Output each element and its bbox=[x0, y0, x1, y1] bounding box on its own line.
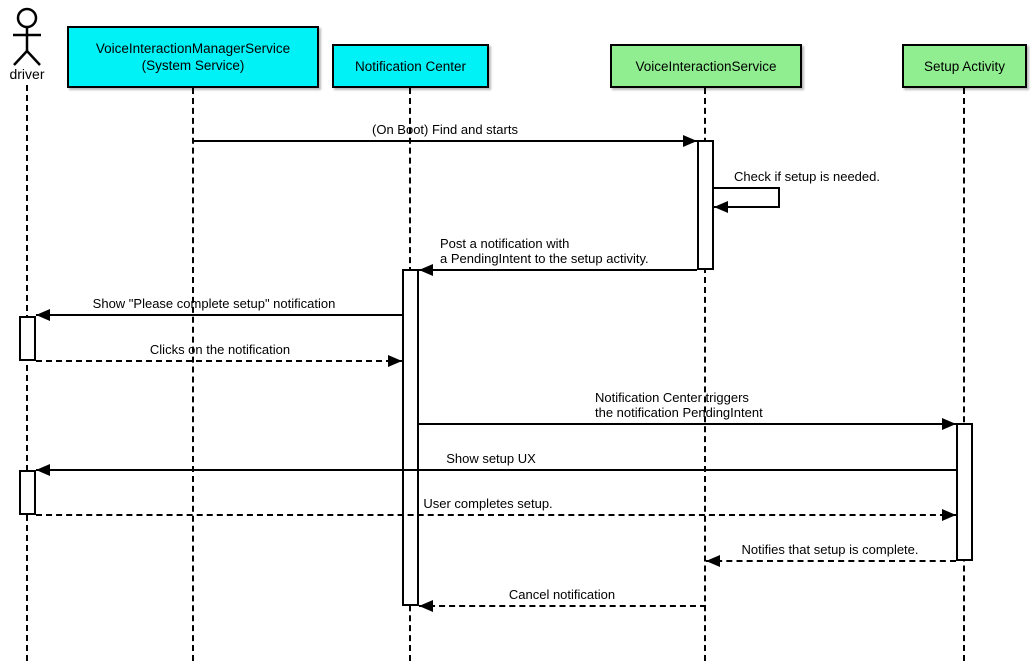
arrowhead-left-icon bbox=[419, 264, 433, 276]
message-line bbox=[419, 605, 706, 607]
arrowhead-right-icon bbox=[388, 355, 402, 367]
participant-label: VoiceInteractionService bbox=[635, 58, 777, 74]
participant-label: Setup Activity bbox=[923, 58, 1006, 74]
message-line bbox=[419, 269, 697, 271]
participant-voiceinteractionmanagerservice: VoiceInteractionManagerService (System S… bbox=[67, 26, 319, 88]
arrowhead-left-icon bbox=[706, 555, 720, 567]
message-label: Show setup UX bbox=[446, 451, 536, 466]
actor-icon bbox=[13, 7, 41, 66]
message-line bbox=[36, 360, 402, 362]
activation-bar-setup-activity bbox=[956, 423, 973, 561]
lifeline-voiceinteractionservice bbox=[704, 88, 706, 661]
activation-bar-driver-1 bbox=[19, 316, 36, 361]
message-line bbox=[419, 423, 956, 425]
actor-driver-label: driver bbox=[9, 66, 45, 82]
message-label: Clicks on the notification bbox=[149, 342, 291, 357]
participant-voiceinteractionservice: VoiceInteractionService bbox=[610, 44, 802, 88]
message-line bbox=[192, 140, 697, 142]
arrowhead-right-icon bbox=[942, 418, 956, 430]
message-line bbox=[706, 560, 956, 562]
activation-bar-notification-center bbox=[402, 269, 419, 606]
self-message-loop bbox=[714, 187, 780, 208]
message-label: Notification Center triggers the notific… bbox=[595, 390, 763, 420]
participant-label: (System Service) bbox=[141, 58, 245, 73]
message-line bbox=[36, 314, 402, 316]
message-label: Check if setup is needed. bbox=[734, 169, 880, 184]
message-label: Post a notification with a PendingIntent… bbox=[440, 236, 649, 266]
message-label: (On Boot) Find and starts bbox=[372, 122, 518, 137]
activation-bar-voiceinteractionservice bbox=[697, 140, 714, 270]
arrowhead-left-icon bbox=[36, 309, 50, 321]
participant-label: VoiceInteractionManagerService bbox=[95, 41, 291, 56]
lifeline-voiceinteractionmanagerservice bbox=[192, 88, 194, 661]
participant-setup-activity: Setup Activity bbox=[902, 44, 1027, 88]
lifeline-driver bbox=[26, 85, 28, 661]
arrowhead-right-icon bbox=[942, 509, 956, 521]
message-label: Show "Please complete setup" notificatio… bbox=[92, 296, 336, 311]
arrowhead-left-icon bbox=[419, 600, 433, 612]
arrowhead-left-icon bbox=[714, 201, 728, 213]
participant-label: Notification Center bbox=[354, 58, 467, 74]
message-line bbox=[36, 514, 956, 516]
activation-bar-driver-2 bbox=[19, 470, 36, 515]
participant-notification-center: Notification Center bbox=[332, 44, 489, 88]
message-label: User completes setup. bbox=[423, 496, 553, 511]
arrowhead-right-icon bbox=[683, 135, 697, 147]
lifeline-setup-activity bbox=[963, 88, 965, 661]
message-label: Notifies that setup is complete. bbox=[741, 542, 919, 557]
arrowhead-left-icon bbox=[36, 464, 50, 476]
message-line bbox=[36, 469, 956, 471]
message-label: Cancel notification bbox=[508, 587, 616, 602]
